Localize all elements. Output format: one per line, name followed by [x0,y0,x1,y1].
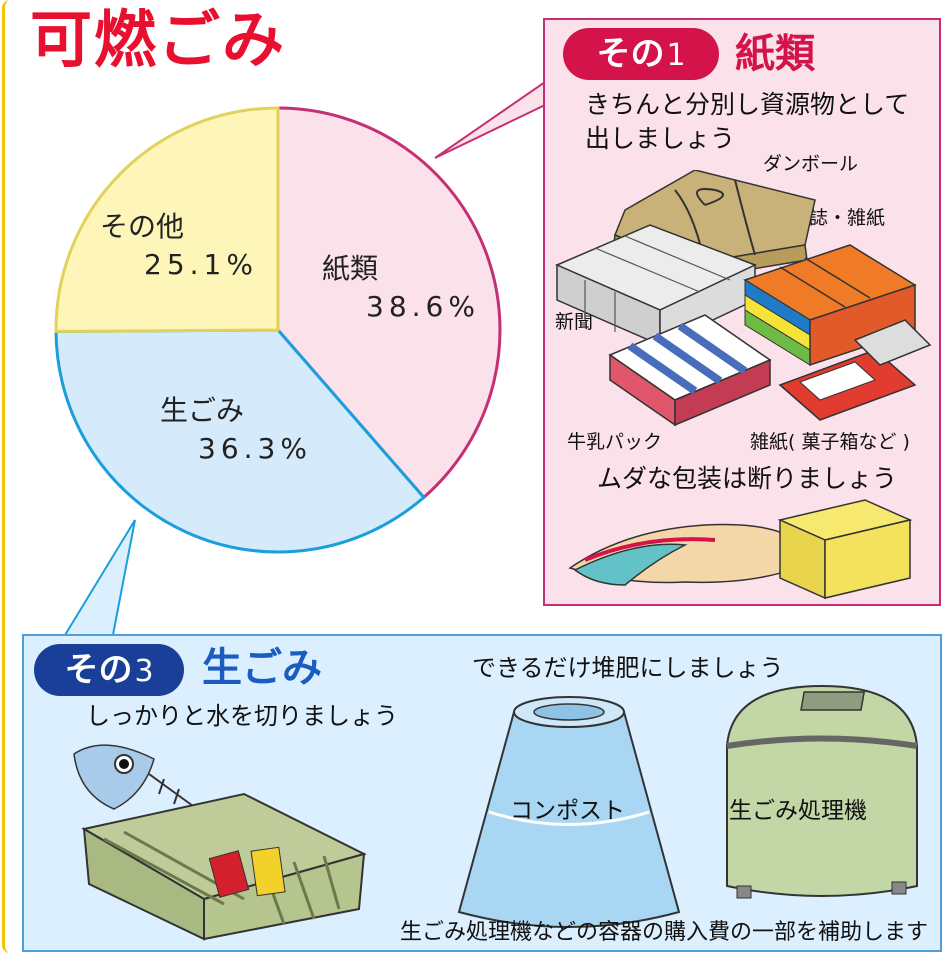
page-frame [2,0,13,953]
drain-basket-illustration [73,744,367,941]
pie-slice-food [54,328,426,554]
snack-box-paper-icon [778,319,932,421]
food-badge-text: その [64,650,133,690]
compost-label: コンポスト [510,798,625,824]
food-waste-panel: その3 生ごみ しっかりと水を切りましょう できるだけ堆肥にしましょう [22,634,942,952]
paper-badge-number: 1 [666,38,686,73]
paper-panel: その1 紙類 きちんと分別し資源物として 出しましょう ダンボール 雑誌・雑紙 … [543,18,941,606]
label-newspaper: 新聞 [555,311,594,333]
food-title: 生ごみ [202,645,322,691]
paper-instruction-line2: 出しましょう [585,123,736,153]
pie-label-other-name: その他 [100,210,185,243]
pie-slice-paper [276,106,502,500]
gift-box-icon [777,499,913,600]
sink-strainer-icon [81,792,367,941]
label-magazines: 雑誌・雑紙 [790,207,886,229]
food-processor-icon [726,684,918,899]
paper-bundles-illustration [555,170,932,427]
subsidy-note: 生ごみ処理機などの容器の購入費の一部を補助します [400,920,929,945]
pie-slice-other [54,106,280,333]
compost-bin-icon [457,696,681,928]
paper-badge: その1 [563,28,719,80]
pie-label-food-name: 生ごみ [160,394,245,427]
label-cardboard: ダンボール [763,153,859,175]
pie-label-paper-value: 38.6% [366,289,480,323]
drain-note: しっかりと水を切りましょう [86,702,398,730]
fish-bone-icon [73,744,205,815]
pie-label-paper: 紙類 38.6% [322,250,480,326]
magazine-bundle-icon [743,244,917,367]
paper-callout-pointer [434,80,546,159]
paper-badge-text: その [596,34,665,74]
pie-label-other: その他 25.1% [100,208,258,284]
page-title: 可燃ごみ [30,3,287,76]
paper-instruction-line1: きちんと分別し資源物として [585,90,910,119]
paper-instruction: きちんと分別し資源物として 出しましょう [585,88,909,156]
label-milk-carton: 牛乳パック [567,431,663,453]
processor-label: 生ごみ処理機 [729,798,867,824]
food-callout-pointer [60,519,136,641]
pie-label-paper-name: 紙類 [322,252,379,285]
pie-slices [54,106,502,554]
pie-label-food: 生ごみ 36.3% [160,392,312,468]
compost-note: できるだけ堆肥にしましょう [472,654,784,682]
packaging-note: ムダな包装は断りましょう [597,464,898,493]
callout-pointers [60,80,546,641]
food-badge: その3 [34,644,184,696]
paper-title: 紙類 [735,31,815,77]
pie-label-other-value: 25.1% [144,247,258,281]
packaging-illustration [568,499,913,600]
pie-label-food-value: 36.3% [198,431,312,465]
label-misc-paper: 雑紙( 菓子箱など ) [750,431,910,453]
food-badge-number: 3 [134,654,154,689]
milk-carton-bundle-icon [608,314,772,427]
